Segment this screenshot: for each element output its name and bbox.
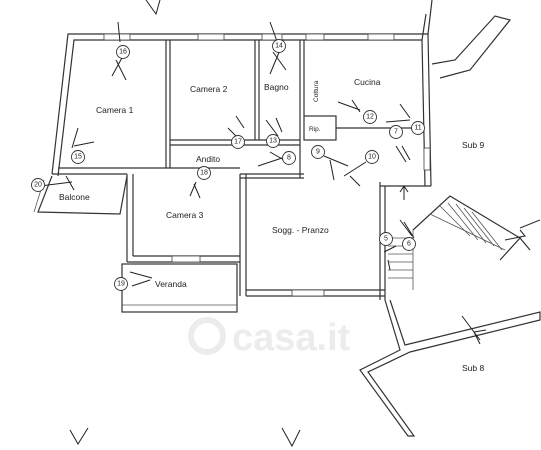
svg-text:9: 9 [316, 149, 320, 156]
view-arrow-icon [323, 155, 349, 181]
photo-marker-10[interactable]: 10 [365, 150, 379, 164]
photo-marker-16[interactable]: 16 [116, 45, 130, 59]
view-arrow-icon [337, 99, 361, 113]
photo-marker-13[interactable]: 13 [266, 134, 280, 148]
photo-marker-14[interactable]: 14 [272, 39, 286, 53]
room-label-balcone: Balcone [59, 192, 90, 202]
photo-marker-6[interactable]: 6 [402, 237, 416, 251]
photo-marker-5[interactable]: 5 [379, 232, 393, 246]
svg-text:11: 11 [414, 125, 421, 132]
view-arrow-icon [129, 271, 153, 287]
photo-marker-9[interactable]: 9 [311, 145, 325, 159]
svg-text:15: 15 [74, 154, 82, 161]
outer-walls [51, 0, 433, 300]
room-label-sub-8: Sub 8 [462, 363, 484, 373]
room-label-camera-3: Camera 3 [166, 210, 204, 220]
photo-marker-19[interactable]: 19 [114, 277, 128, 291]
room-label-sub-9: Sub 9 [462, 140, 484, 150]
photo-marker-7[interactable]: 7 [389, 125, 403, 139]
photo-marker-18[interactable]: 18 [197, 166, 211, 180]
photo-markers: 16 14 15 20 17 13 18 8 9 10 12 7 11 6 5 … [31, 39, 425, 291]
view-arrow-icon [383, 245, 397, 271]
photo-marker-17[interactable]: 17 [231, 135, 245, 149]
external-outlines [359, 15, 541, 437]
svg-text:6: 6 [407, 241, 411, 248]
view-arrow-icon [111, 21, 127, 81]
view-arrow-icon [145, 0, 161, 16]
view-arrow-icon [257, 151, 285, 167]
room-label-camera-1: Camera 1 [96, 105, 134, 115]
view-arrow-icon [395, 145, 411, 163]
view-arrow-icon [39, 175, 75, 191]
view-arrow-icon [461, 315, 487, 345]
view-arrow-icon [343, 161, 367, 187]
svg-text:17: 17 [234, 139, 242, 146]
room-label-camera-2: Camera 2 [190, 84, 228, 94]
windows [103, 33, 431, 297]
room-label-rip: Rip. [309, 126, 321, 133]
room-label-cottura: Cottura [313, 80, 320, 102]
photo-marker-12[interactable]: 12 [363, 110, 377, 124]
watermark-text: casa.it [232, 317, 351, 359]
photo-marker-8[interactable]: 8 [282, 151, 296, 165]
casa-logo-icon [188, 317, 226, 355]
svg-text:18: 18 [200, 170, 208, 177]
view-arrows [39, 0, 526, 448]
room-label-soggiorno: Sogg. - Pranzo [272, 225, 329, 235]
svg-text:8: 8 [287, 155, 291, 162]
view-arrow-icon [385, 103, 411, 123]
svg-text:14: 14 [275, 43, 283, 50]
svg-text:19: 19 [117, 281, 125, 288]
svg-text:10: 10 [368, 154, 376, 161]
view-arrow-icon [69, 427, 89, 445]
interior-walls [165, 40, 422, 179]
svg-text:7: 7 [394, 129, 398, 136]
svg-text:13: 13 [269, 138, 277, 145]
room-label-cucina: Cucina [354, 77, 381, 87]
view-arrow-icon [71, 127, 95, 149]
room-label-veranda: Veranda [155, 279, 187, 289]
view-arrow-icon [399, 219, 415, 239]
room-label-andito: Andito [196, 154, 220, 164]
stairs [388, 195, 521, 290]
photo-marker-11[interactable]: 11 [411, 121, 425, 135]
room-labels: Camera 1 Camera 2 Bagno Cottura Cucina R… [59, 77, 484, 373]
watermark: casa.it [188, 317, 351, 359]
room-label-bagno: Bagno [264, 82, 289, 92]
entrance-arrow-icon [399, 185, 409, 200]
view-arrow-icon [504, 229, 526, 241]
svg-text:16: 16 [119, 49, 127, 56]
view-arrow-icon [189, 181, 201, 199]
svg-text:20: 20 [34, 182, 42, 189]
photo-marker-20[interactable]: 20 [31, 178, 45, 192]
photo-marker-15[interactable]: 15 [71, 150, 85, 164]
view-arrow-icon [265, 117, 283, 137]
view-arrow-icon [281, 427, 301, 448]
svg-text:5: 5 [384, 236, 388, 243]
svg-text:12: 12 [366, 114, 374, 121]
